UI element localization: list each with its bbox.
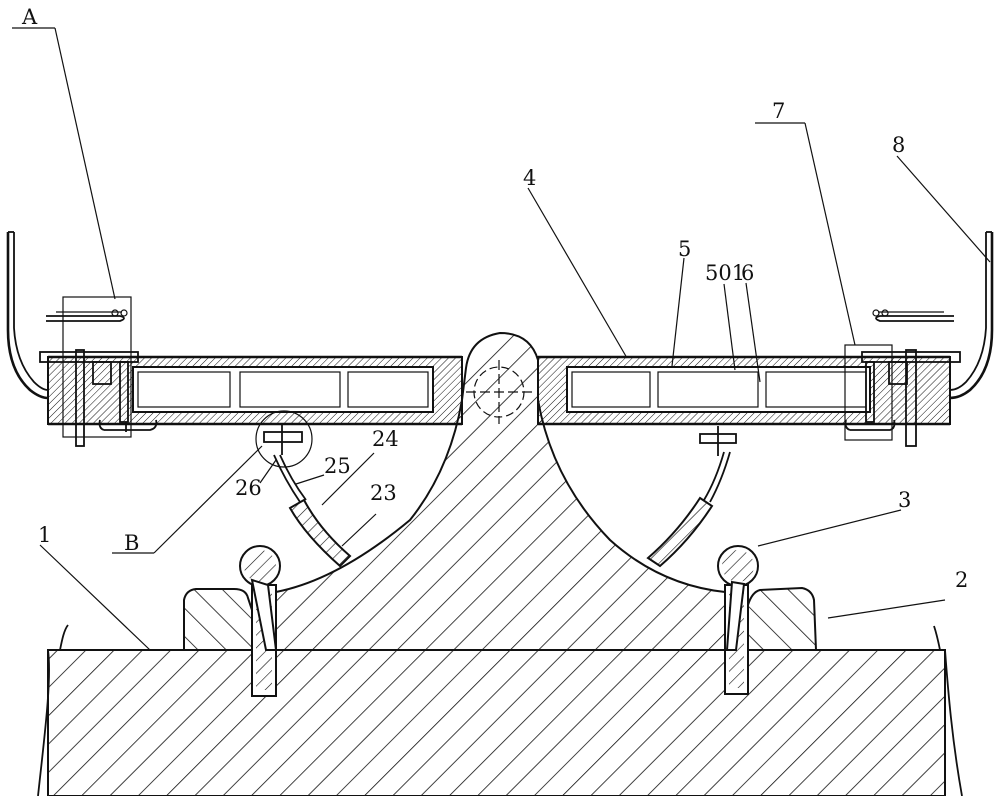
curved-arm-right xyxy=(648,426,736,566)
label-2: 2 xyxy=(955,568,968,592)
label-A: A xyxy=(21,5,38,29)
rail-block-left xyxy=(184,589,252,650)
label-501: 501 xyxy=(705,261,745,285)
label-25: 25 xyxy=(324,454,351,478)
label-4: 4 xyxy=(523,166,536,190)
label-26: 26 xyxy=(235,476,262,500)
label-23: 23 xyxy=(370,481,397,505)
rail-block-right xyxy=(748,588,816,650)
side-guard-left xyxy=(8,232,48,398)
label-24: 24 xyxy=(372,427,399,451)
label-1: 1 xyxy=(38,523,51,547)
label-6: 6 xyxy=(741,261,754,285)
label-8: 8 xyxy=(892,133,905,157)
curved-arm-left xyxy=(256,411,350,566)
beam-left xyxy=(48,357,462,424)
label-7: 7 xyxy=(772,99,785,123)
label-B: B xyxy=(124,531,139,555)
label-3: 3 xyxy=(898,488,911,512)
label-5: 5 xyxy=(678,237,691,261)
